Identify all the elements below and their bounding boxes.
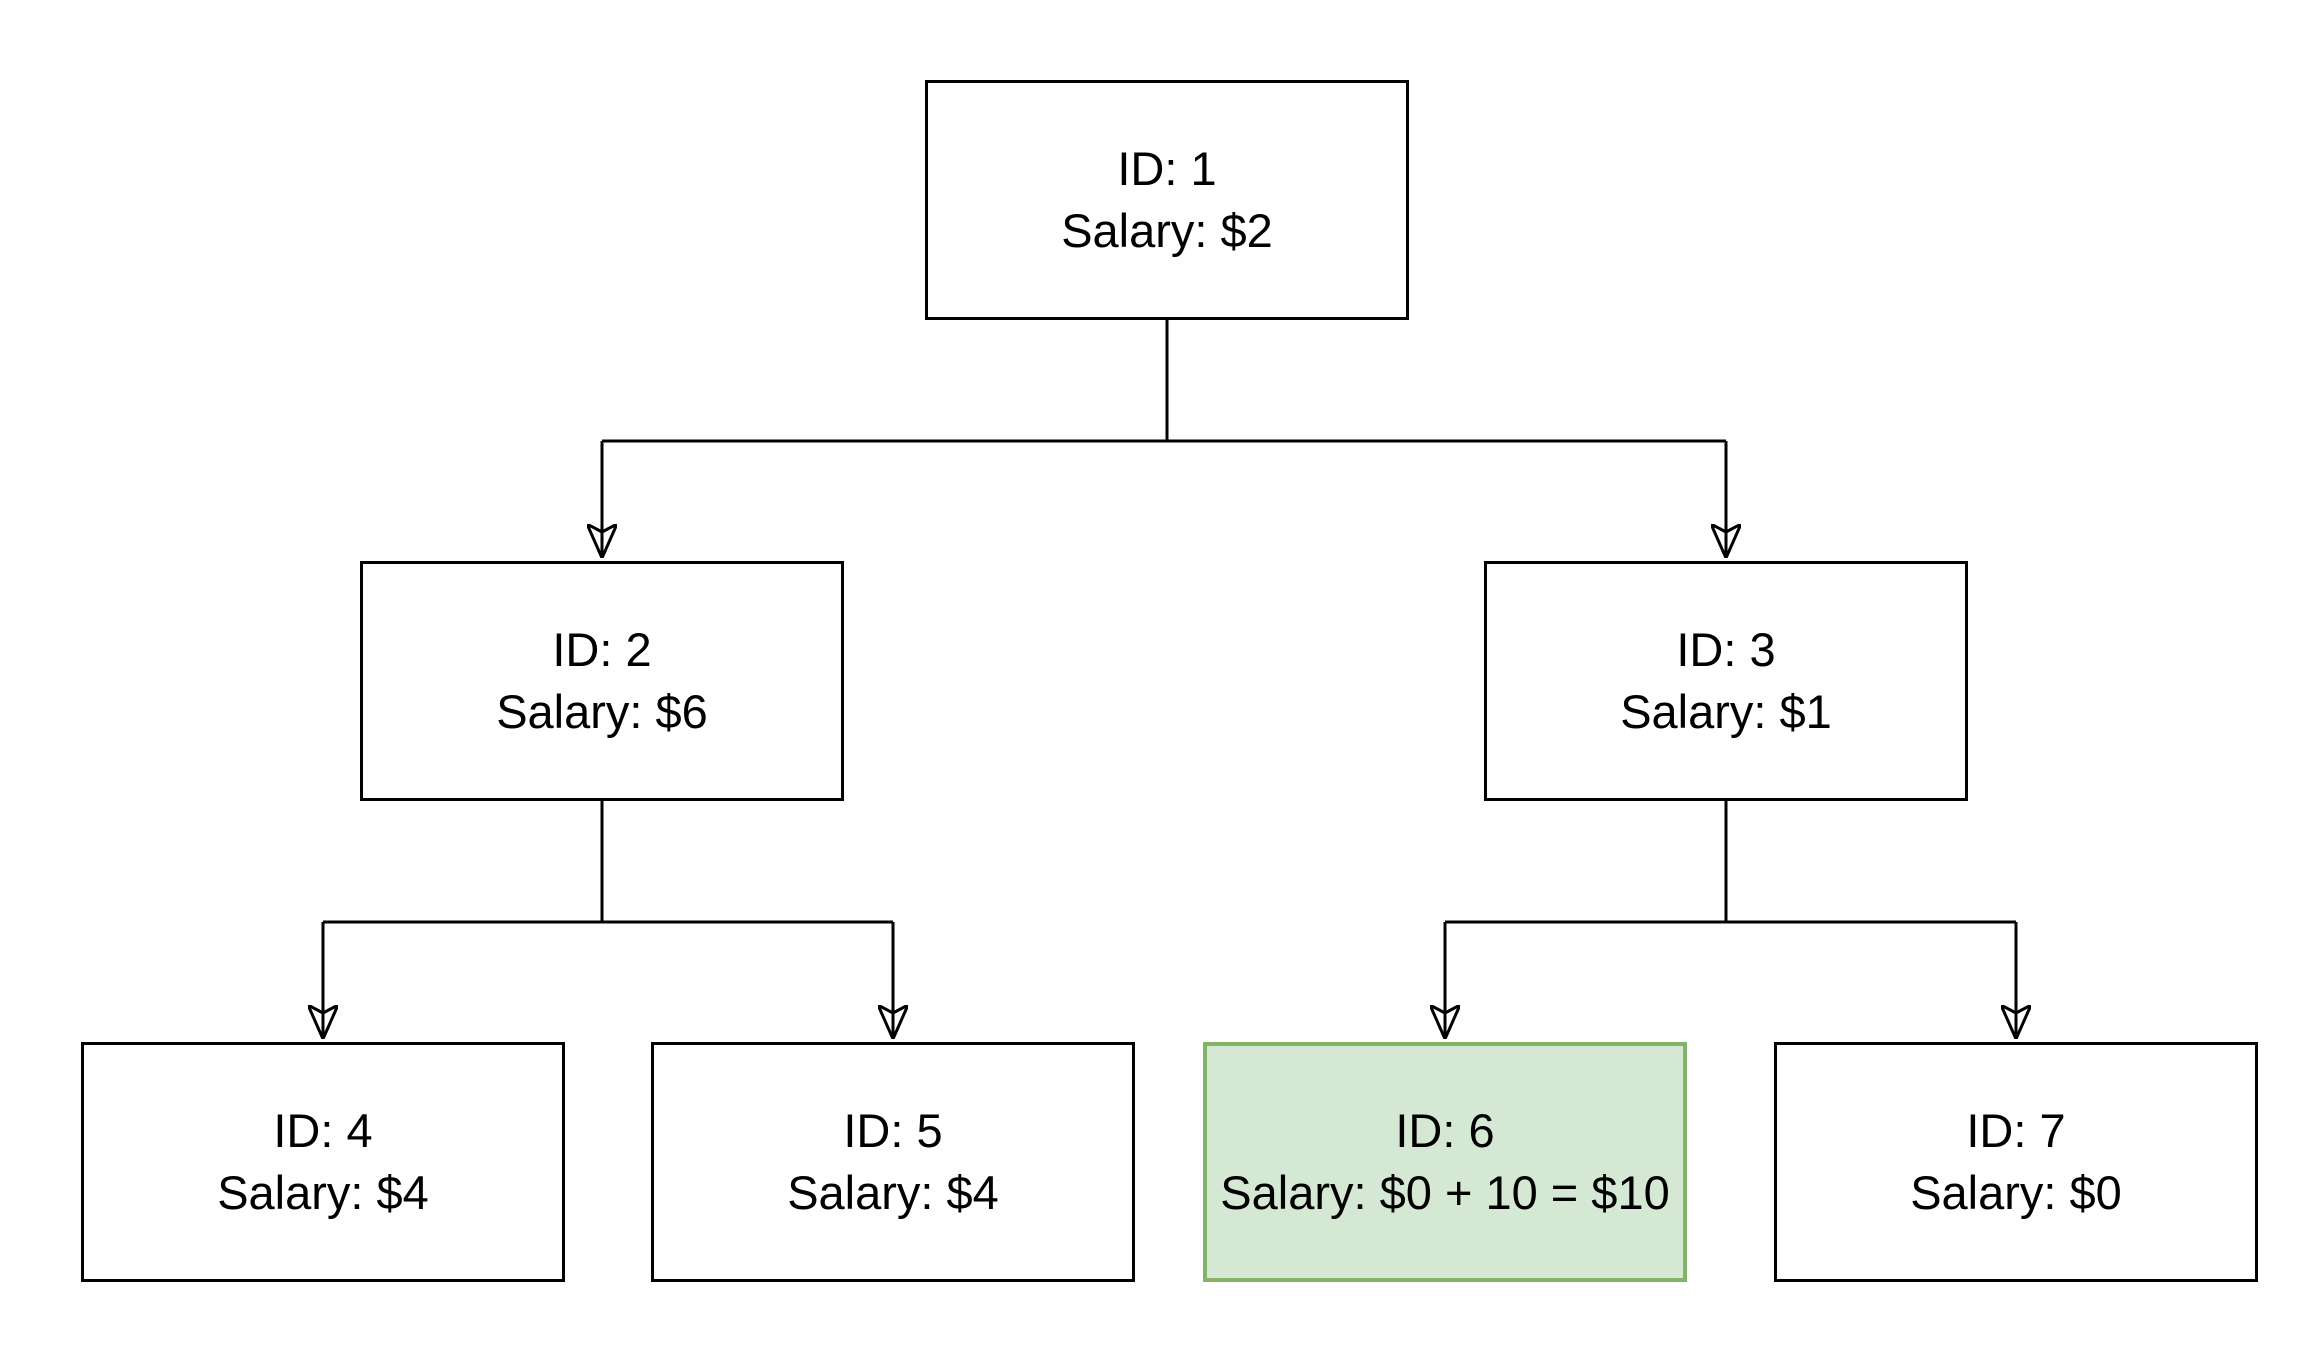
node-2-salary-label: Salary: $6	[496, 685, 708, 738]
node-3-id-label: ID: 3	[1676, 622, 1776, 676]
node-5-id-label: ID: 5	[843, 1103, 943, 1157]
node-3-salary-label: Salary: $1	[1620, 685, 1832, 738]
node-2-id-label: ID: 2	[552, 622, 652, 676]
node-7-id-label: ID: 7	[1966, 1103, 2066, 1157]
node-4-id-label: ID: 4	[273, 1103, 373, 1157]
tree-node-7: ID: 7 Salary: $0	[1774, 1042, 2258, 1282]
node-1-id-label: ID: 1	[1117, 141, 1217, 195]
tree-node-6: ID: 6 Salary: $0 + 10 = $10	[1203, 1042, 1687, 1282]
tree-node-5: ID: 5 Salary: $4	[651, 1042, 1135, 1282]
tree-node-4: ID: 4 Salary: $4	[81, 1042, 565, 1282]
tree-node-1: ID: 1 Salary: $2	[925, 80, 1409, 320]
node-4-salary-label: Salary: $4	[217, 1166, 429, 1219]
tree-node-2: ID: 2 Salary: $6	[360, 561, 844, 801]
node-5-salary-label: Salary: $4	[787, 1166, 999, 1219]
node-7-salary-label: Salary: $0	[1910, 1166, 2122, 1219]
tree-node-3: ID: 3 Salary: $1	[1484, 561, 1968, 801]
node-6-salary-label: Salary: $0 + 10 = $10	[1220, 1166, 1670, 1219]
node-1-salary-label: Salary: $2	[1061, 204, 1273, 257]
node-6-id-label: ID: 6	[1395, 1103, 1495, 1157]
